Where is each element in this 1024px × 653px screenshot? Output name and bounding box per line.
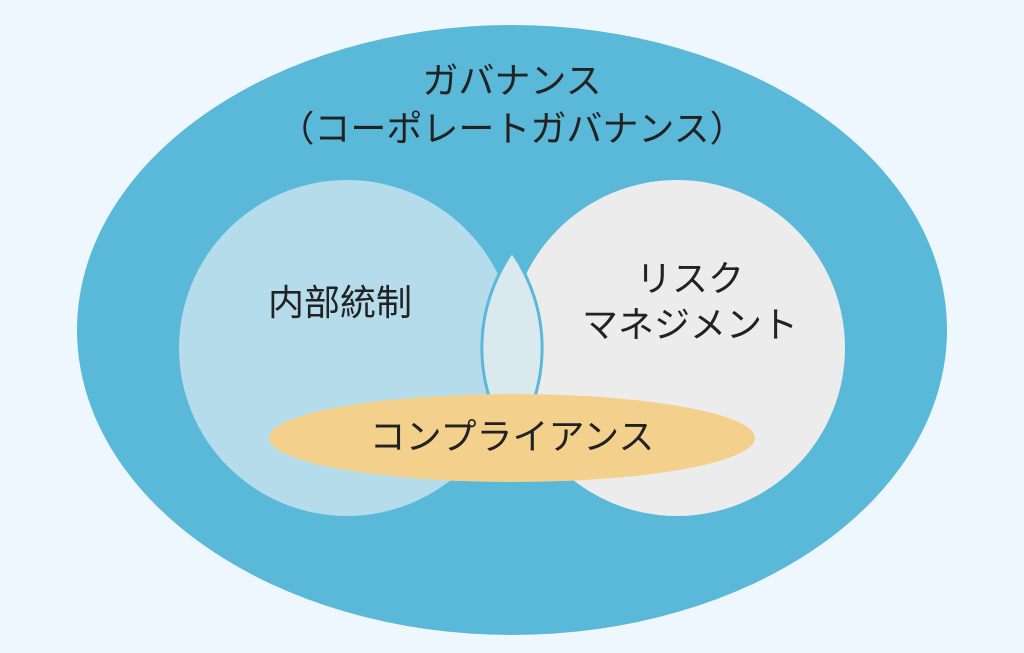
governance-subtitle: （コーポレートガバナンス）: [278, 109, 746, 150]
internal-control-label: 内部統制: [267, 283, 412, 324]
risk-management-line1: リスク: [635, 259, 744, 300]
compliance-label: コンプライアンス: [369, 417, 655, 458]
governance-title: ガバナンス: [422, 61, 602, 102]
compliance-ellipse: [269, 394, 755, 482]
risk-management-line2: マネジメント: [581, 305, 798, 346]
